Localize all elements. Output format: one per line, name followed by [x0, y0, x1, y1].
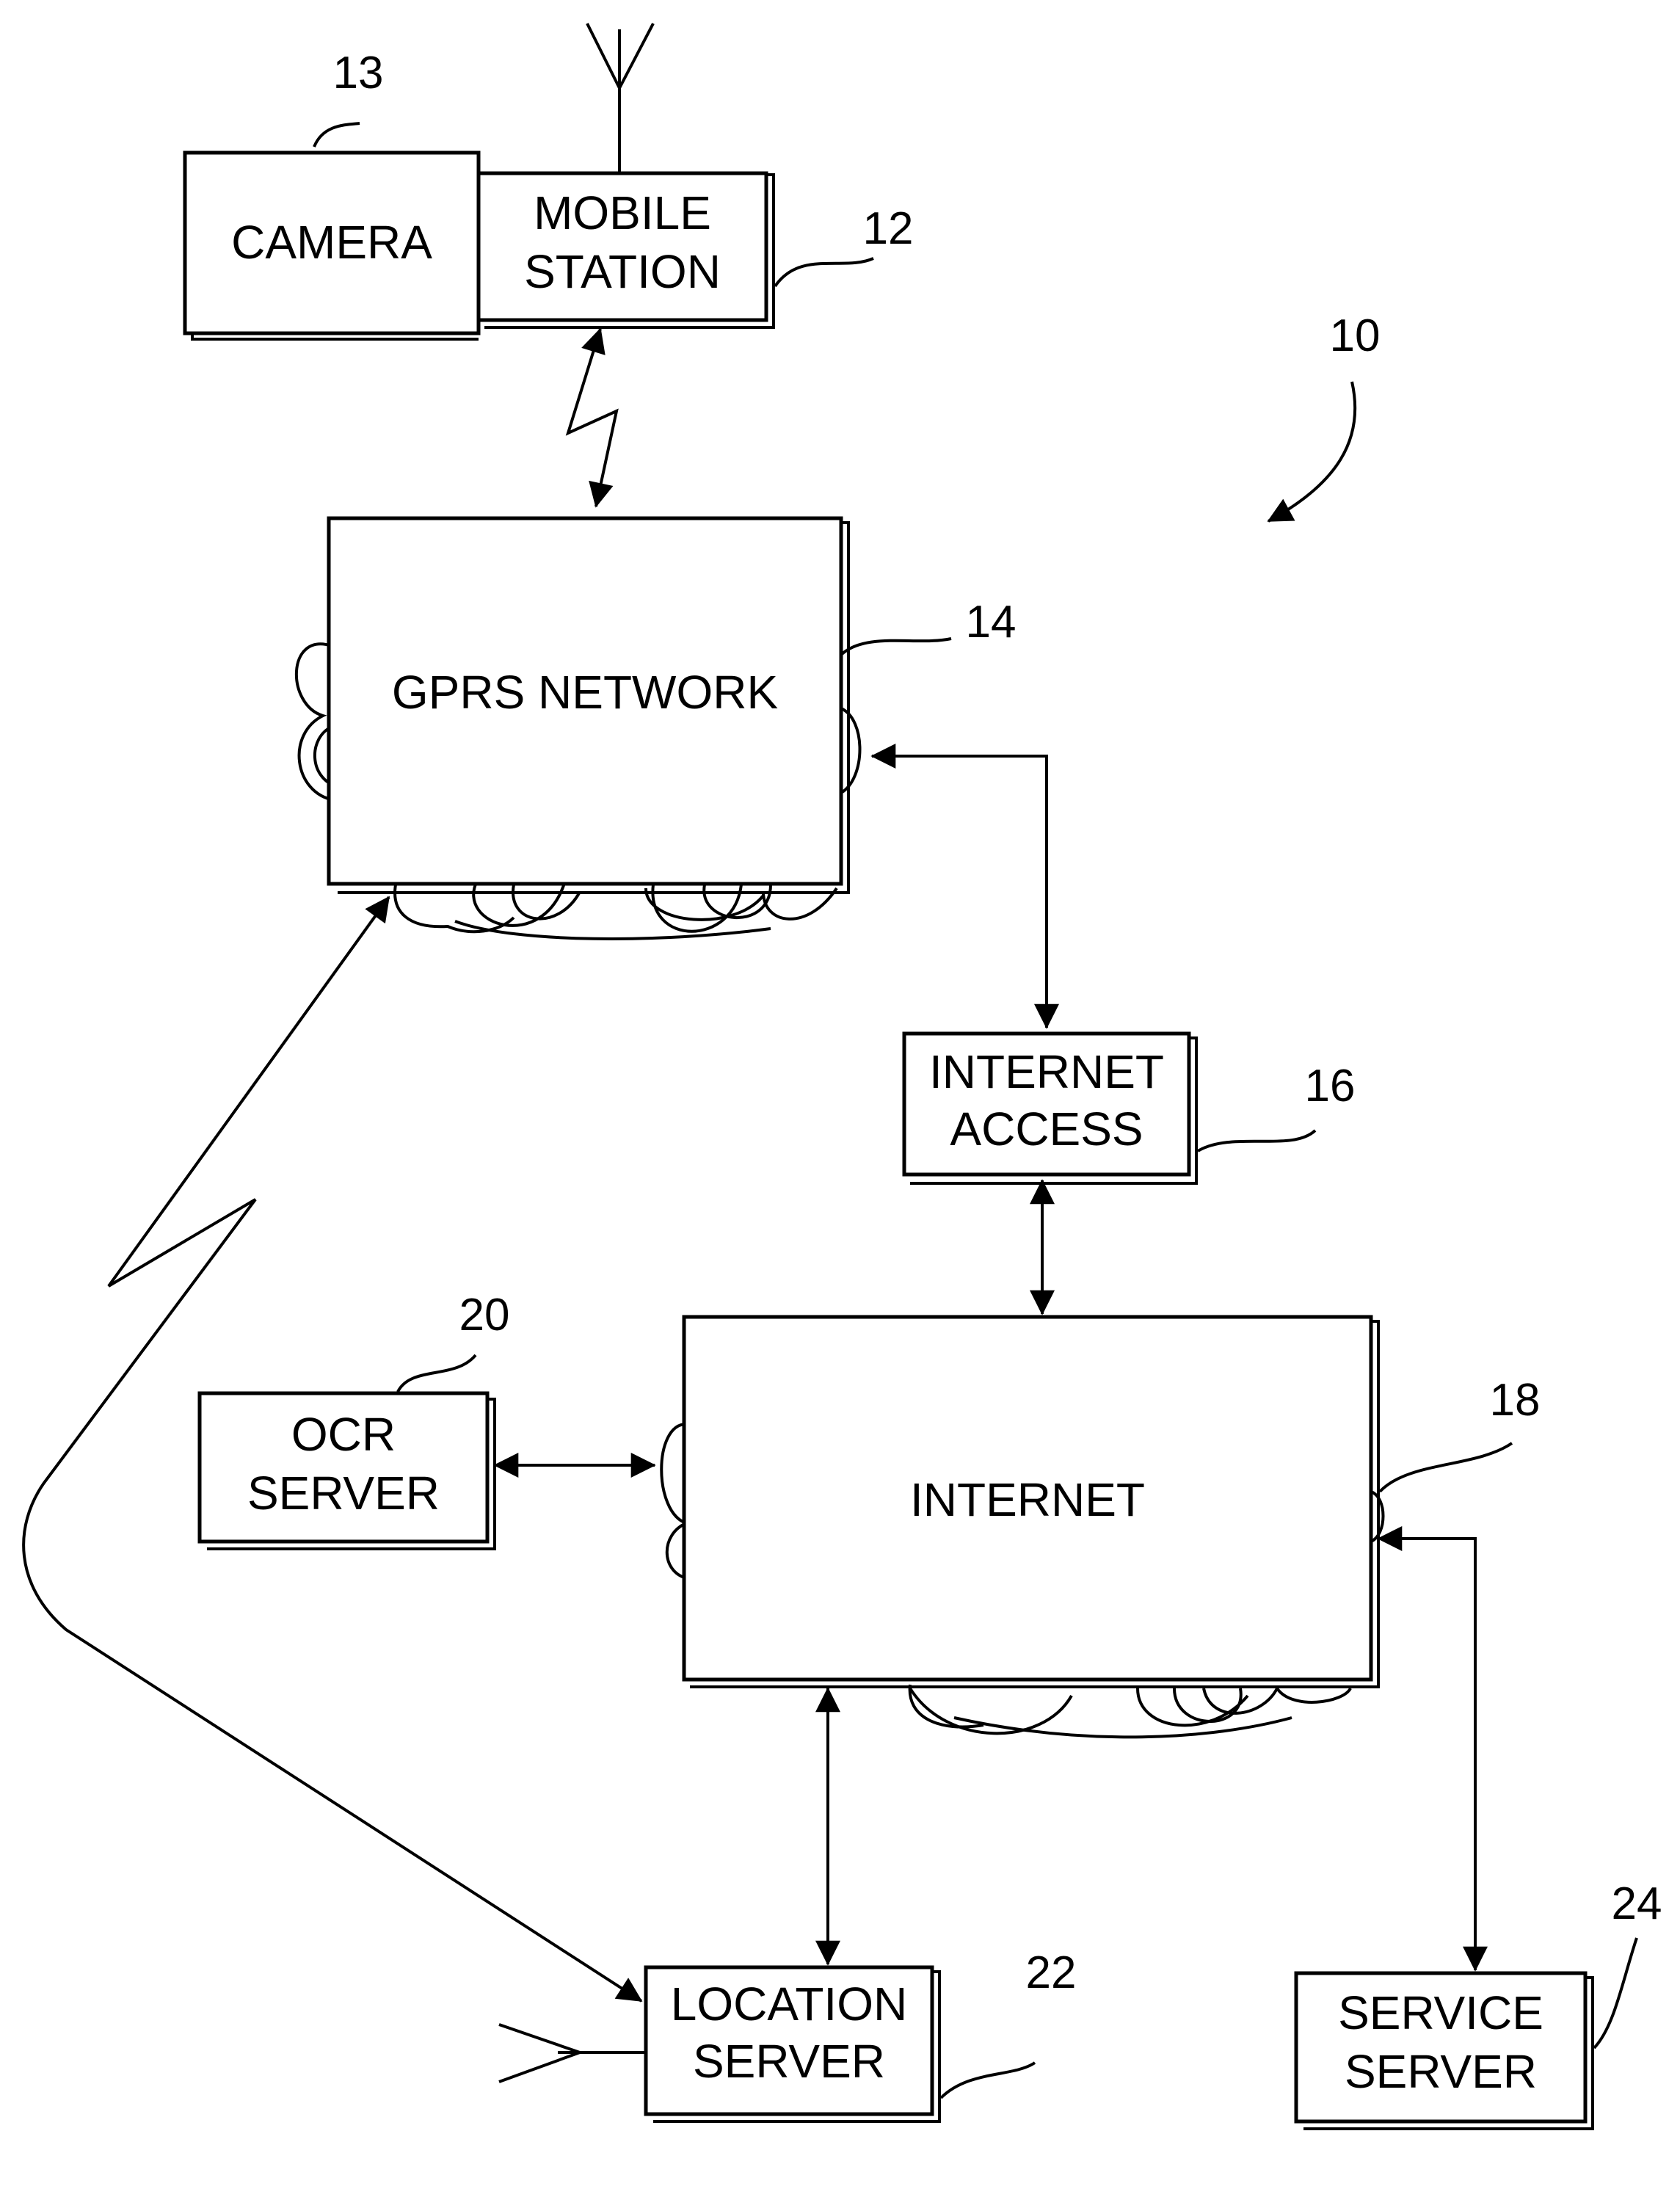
service-server-label-line1: SERVICE	[1338, 1986, 1543, 2039]
ref-22: 22	[941, 1947, 1076, 2098]
location-server-label-line1: LOCATION	[671, 1978, 907, 2030]
link-gprs-internet-access	[872, 756, 1047, 1028]
internet-block: INTERNET	[661, 1317, 1383, 1737]
ref-24: 24	[1594, 1878, 1662, 2048]
internet-access-label-line2: ACCESS	[950, 1103, 1143, 1155]
service-server-label-line2: SERVER	[1345, 2045, 1537, 2098]
ocr-server-block: OCR SERVER	[200, 1393, 495, 1549]
ref-14-label: 14	[966, 597, 1017, 647]
ref-20-label: 20	[459, 1290, 510, 1340]
ref-10: 10	[1330, 311, 1381, 361]
ref-20: 20	[398, 1290, 509, 1392]
camera-label: CAMERA	[231, 216, 432, 269]
link-internet-service	[1378, 1539, 1475, 1970]
gprs-network-block: GPRS NETWORK	[297, 518, 860, 939]
ref-13-label: 13	[333, 48, 384, 98]
service-server-block: SERVICE SERVER	[1296, 1973, 1593, 2129]
ref-13: 13	[314, 48, 383, 147]
mobile-station-label-line1: MOBILE	[534, 186, 711, 239]
ref-18: 18	[1380, 1375, 1540, 1492]
ocr-server-label-line1: OCR	[291, 1408, 396, 1461]
ocr-server-label-line2: SERVER	[247, 1467, 440, 1520]
internet-access-block: INTERNET ACCESS	[904, 1034, 1196, 1183]
ref-12-label: 12	[863, 203, 914, 254]
location-server-block: LOCATION SERVER	[646, 1967, 939, 2121]
mobile-antenna-icon	[587, 23, 653, 173]
link-mobile-gprs	[568, 329, 617, 507]
system-pointer-arrow	[1268, 382, 1355, 521]
mobile-station-block: MOBILE STATION	[479, 173, 774, 327]
internet-access-label-line1: INTERNET	[929, 1045, 1164, 1098]
mobile-station-label-line2: STATION	[524, 245, 721, 298]
camera-block: CAMERA	[185, 153, 479, 339]
internet-label: INTERNET	[910, 1473, 1145, 1526]
ref-10-label: 10	[1330, 311, 1381, 361]
ref-12: 12	[775, 203, 913, 286]
gprs-network-label: GPRS NETWORK	[392, 666, 778, 719]
ref-24-label: 24	[1612, 1878, 1662, 1929]
ref-16-label: 16	[1305, 1061, 1356, 1111]
ref-14: 14	[841, 597, 1016, 655]
ref-16: 16	[1198, 1061, 1355, 1151]
location-server-label-line2: SERVER	[693, 2035, 885, 2088]
location-antenna-icon	[499, 2025, 646, 2082]
ref-18-label: 18	[1490, 1375, 1541, 1426]
ref-22-label: 22	[1026, 1947, 1077, 1998]
